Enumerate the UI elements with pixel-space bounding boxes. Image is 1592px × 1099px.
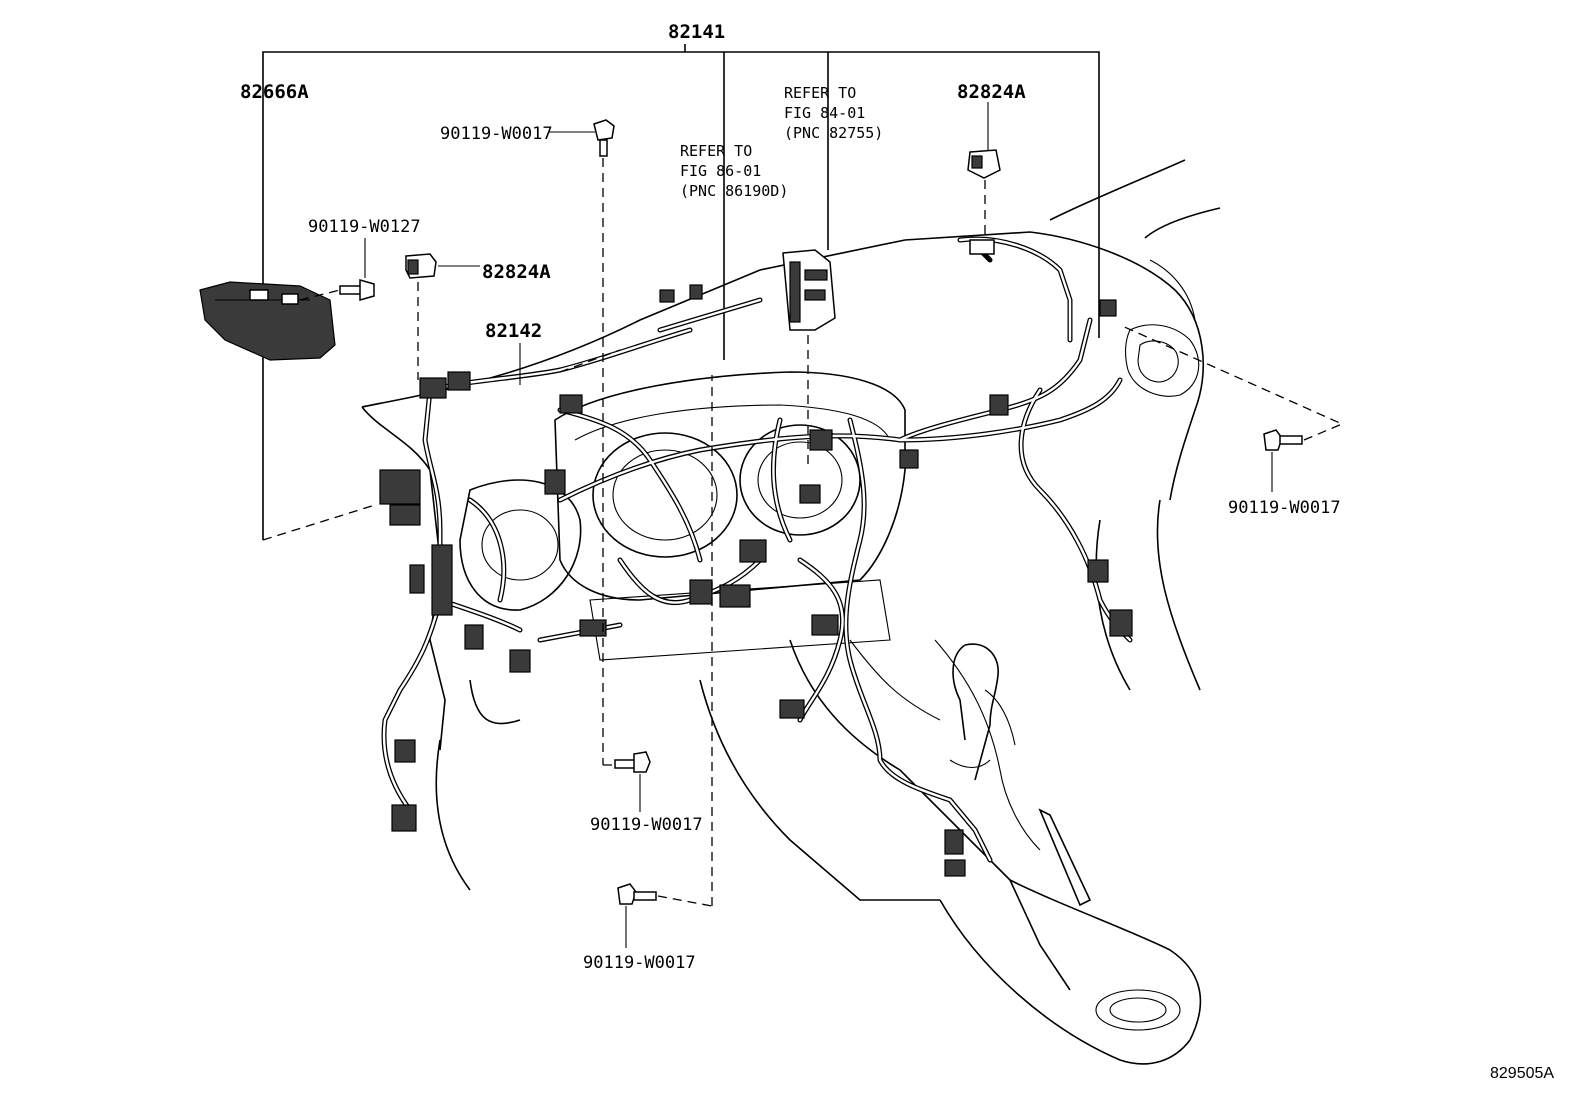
refer-note-84-line3: (PNC 82755) <box>784 124 883 142</box>
label-bolt-top: 90119-W0017 <box>440 124 553 144</box>
bracket-82141 <box>262 44 1100 541</box>
label-harness-main: 82141 <box>668 21 725 43</box>
clamp-82824a-left <box>405 253 480 380</box>
label-bolt-bottom: 90119-W0017 <box>583 953 696 973</box>
shift-lever <box>949 643 1092 907</box>
part-82666a <box>199 281 336 361</box>
instrument-cluster <box>459 371 906 661</box>
bolt-top-w0017 <box>548 119 630 766</box>
clamp-82824a-right <box>967 102 1001 255</box>
refer-note-86-line2: FIG 86-01 <box>680 162 761 180</box>
bolt-w0127 <box>299 238 375 301</box>
label-bolt-mid: 90119-W0017 <box>590 815 703 835</box>
refer-note-86-line3: (PNC 86190D) <box>680 182 788 200</box>
refer-note-86-line1: REFER TO <box>680 142 752 160</box>
bolt-bottom-w0017 <box>617 375 713 948</box>
refer-note-84-line2: FIG 84-01 <box>784 104 865 122</box>
label-harness-sub: 82142 <box>485 320 542 342</box>
wire-harness <box>381 236 1133 863</box>
label-clamp-right: 82824A <box>957 81 1026 103</box>
leader-82142 <box>519 343 621 385</box>
label-bolt-right: 90119-W0017 <box>1228 498 1341 518</box>
figure-id: 829505A <box>1490 1065 1554 1082</box>
bolt-right-w0017 <box>1119 324 1344 492</box>
bolt-mid-w0017 <box>614 751 651 812</box>
part-fig-84-01 <box>782 249 836 470</box>
label-bolt-left: 90119-W0127 <box>308 217 421 237</box>
label-cover-left: 82666A <box>240 81 309 103</box>
harness-connectors <box>379 284 1133 877</box>
label-clamp-left: 82824A <box>482 261 551 283</box>
refer-note-84-line1: REFER TO <box>784 84 856 102</box>
